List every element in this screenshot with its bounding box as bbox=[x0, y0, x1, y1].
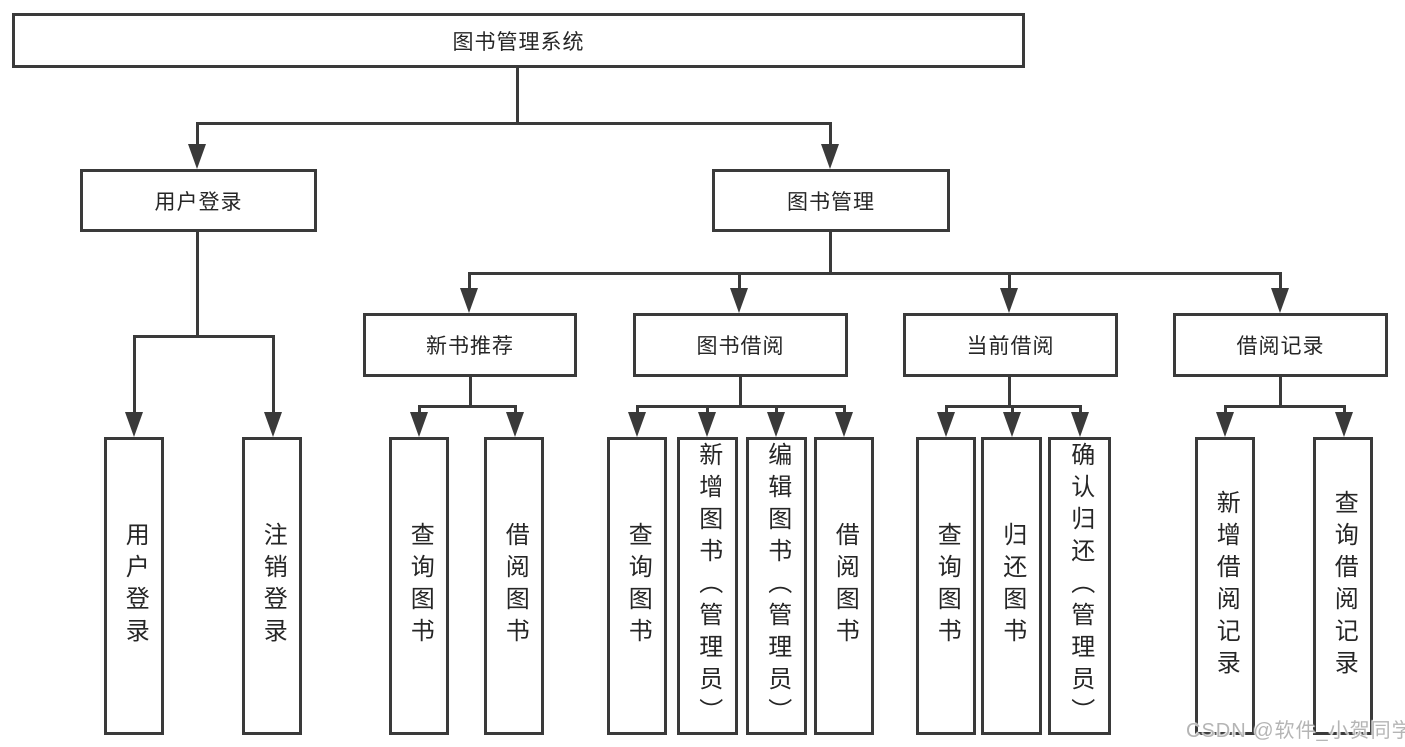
node-user-login: 用户登录 bbox=[80, 169, 317, 232]
leaf-edit-book-admin: 编辑图书（管理员） bbox=[746, 437, 807, 735]
arrowhead-icon bbox=[821, 144, 839, 169]
edge-line bbox=[133, 335, 275, 338]
edge-line bbox=[469, 377, 472, 408]
edge-line bbox=[1279, 272, 1282, 292]
edge-line bbox=[272, 335, 275, 415]
edge-line bbox=[829, 232, 832, 274]
edge-line bbox=[738, 272, 741, 292]
arrowhead-icon bbox=[1003, 412, 1021, 437]
leaf-add-borrow-record-label: 新增借阅记录 bbox=[1212, 490, 1240, 682]
leaf-query-books-recommend-label: 查询图书 bbox=[406, 522, 434, 650]
leaf-borrow-books-recommend-label: 借阅图书 bbox=[501, 522, 529, 650]
edge-line bbox=[739, 377, 742, 408]
arrowhead-icon bbox=[767, 412, 785, 437]
leaf-query-borrow-record: 查询借阅记录 bbox=[1313, 437, 1373, 735]
arrowhead-icon bbox=[506, 412, 524, 437]
node-root: 图书管理系统 bbox=[12, 13, 1025, 68]
edge-line bbox=[196, 122, 199, 150]
leaf-borrow-books: 借阅图书 bbox=[814, 437, 874, 735]
edge-line bbox=[468, 272, 1282, 275]
arrowhead-icon bbox=[460, 288, 478, 313]
leaf-borrow-books-recommend: 借阅图书 bbox=[484, 437, 544, 735]
leaf-edit-book-admin-label: 编辑图书（管理员） bbox=[763, 442, 791, 730]
watermark: CSDN @软件_小贺同学 bbox=[1186, 720, 1405, 742]
edge-line bbox=[196, 232, 199, 338]
arrowhead-icon bbox=[188, 144, 206, 169]
leaf-query-books-current-label: 查询图书 bbox=[933, 522, 961, 650]
node-new-book-recommend-label: 新书推荐 bbox=[426, 335, 514, 358]
arrowhead-icon bbox=[1335, 412, 1353, 437]
leaf-add-book-admin: 新增图书（管理员） bbox=[677, 437, 738, 735]
leaf-user-login-label: 用户登录 bbox=[121, 522, 149, 650]
arrowhead-icon bbox=[698, 412, 716, 437]
leaf-logout-label: 注销登录 bbox=[259, 522, 287, 650]
leaf-logout: 注销登录 bbox=[242, 437, 302, 735]
edge-line bbox=[1224, 405, 1227, 417]
arrowhead-icon bbox=[1216, 412, 1234, 437]
node-current-borrowing-label: 当前借阅 bbox=[966, 335, 1055, 358]
edge-line bbox=[1279, 377, 1282, 408]
edge-line bbox=[1011, 405, 1014, 417]
edge-line bbox=[829, 122, 832, 150]
edge-line bbox=[1008, 377, 1011, 408]
arrowhead-icon bbox=[1000, 288, 1018, 313]
leaf-query-books-borrowing-label: 查询图书 bbox=[624, 522, 652, 650]
leaf-confirm-return-admin-label: 确认归还（管理员） bbox=[1066, 442, 1094, 730]
arrowhead-icon bbox=[937, 412, 955, 437]
leaf-borrow-books-label: 借阅图书 bbox=[831, 522, 859, 650]
edge-line bbox=[514, 405, 517, 417]
node-root-label: 图书管理系统 bbox=[452, 30, 585, 54]
leaf-user-login: 用户登录 bbox=[104, 437, 164, 735]
edge-line bbox=[1224, 405, 1346, 408]
edge-line bbox=[1079, 405, 1082, 417]
node-book-borrowing-label: 图书借阅 bbox=[696, 335, 785, 358]
node-current-borrowing: 当前借阅 bbox=[903, 313, 1118, 377]
node-book-borrowing: 图书借阅 bbox=[633, 313, 848, 377]
edge-line bbox=[636, 405, 639, 417]
arrowhead-icon bbox=[264, 412, 282, 437]
node-user-login-label: 用户登录 bbox=[154, 190, 243, 214]
edge-line bbox=[843, 405, 846, 417]
edge-line bbox=[1008, 272, 1011, 292]
edge-line bbox=[706, 405, 709, 417]
edge-line bbox=[516, 68, 519, 124]
leaf-query-books-current: 查询图书 bbox=[916, 437, 976, 735]
arrowhead-icon bbox=[410, 412, 428, 437]
leaf-query-books-borrowing: 查询图书 bbox=[607, 437, 667, 735]
node-borrowing-records-label: 借阅记录 bbox=[1236, 335, 1325, 358]
leaf-add-borrow-record: 新增借阅记录 bbox=[1195, 437, 1255, 735]
arrowhead-icon bbox=[1271, 288, 1289, 313]
node-new-book-recommend: 新书推荐 bbox=[363, 313, 577, 377]
arrowhead-icon bbox=[835, 412, 853, 437]
edge-line bbox=[945, 405, 948, 417]
arrowhead-icon bbox=[125, 412, 143, 437]
leaf-add-book-admin-label: 新增图书（管理员） bbox=[694, 442, 722, 730]
edge-line bbox=[468, 272, 471, 292]
edge-line bbox=[775, 405, 778, 417]
arrowhead-icon bbox=[730, 288, 748, 313]
edge-line bbox=[196, 122, 832, 125]
leaf-confirm-return-admin: 确认归还（管理员） bbox=[1048, 437, 1111, 735]
arrowhead-icon bbox=[1071, 412, 1089, 437]
arrowhead-icon bbox=[628, 412, 646, 437]
leaf-query-books-recommend: 查询图书 bbox=[389, 437, 449, 735]
edge-line bbox=[636, 405, 846, 408]
edge-line bbox=[418, 405, 517, 408]
edge-line bbox=[133, 335, 136, 415]
edge-line bbox=[1343, 405, 1346, 417]
leaf-query-borrow-record-label: 查询借阅记录 bbox=[1330, 490, 1358, 682]
leaf-return-book-label: 归还图书 bbox=[998, 522, 1026, 650]
edge-line bbox=[418, 405, 421, 417]
node-book-management: 图书管理 bbox=[712, 169, 950, 232]
node-borrowing-records: 借阅记录 bbox=[1173, 313, 1388, 377]
leaf-return-book: 归还图书 bbox=[981, 437, 1042, 735]
node-book-management-label: 图书管理 bbox=[787, 190, 875, 214]
